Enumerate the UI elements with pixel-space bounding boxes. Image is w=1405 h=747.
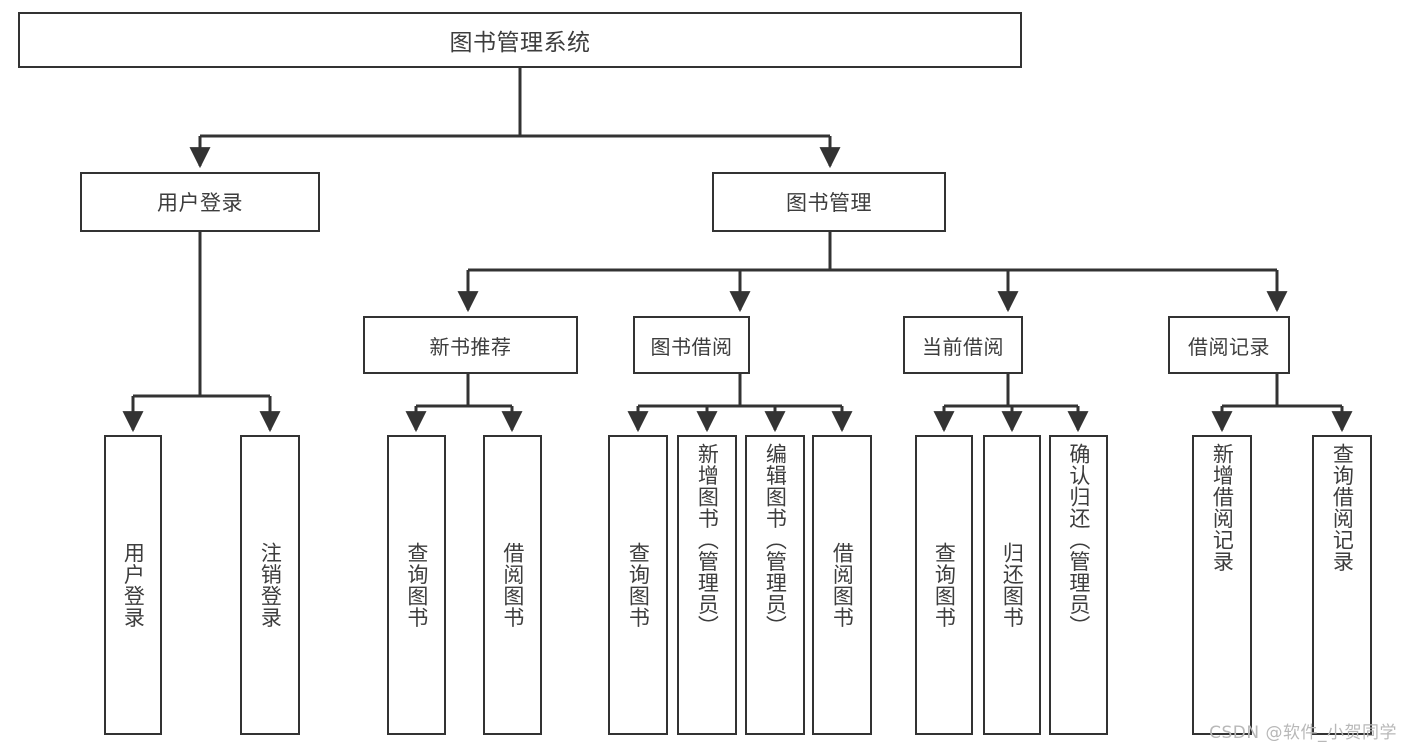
node-leaf-8[interactable]: 查询图书	[915, 435, 973, 735]
node-leaf-9[interactable]: 归还图书	[983, 435, 1041, 735]
node-leaf-7[interactable]: 借阅图书	[812, 435, 872, 735]
node-level2-3[interactable]: 借阅记录	[1168, 316, 1290, 374]
node-root[interactable]: 图书管理系统	[18, 12, 1022, 68]
node-leaf-1[interactable]: 注销登录	[240, 435, 300, 735]
node-level1-0[interactable]: 用户登录	[80, 172, 320, 232]
node-level2-1[interactable]: 图书借阅	[633, 316, 750, 374]
node-leaf-4[interactable]: 查询图书	[608, 435, 668, 735]
node-level2-0[interactable]: 新书推荐	[363, 316, 578, 374]
watermark-label: CSDN @软件_小贺同学	[1209, 723, 1397, 743]
node-leaf-11[interactable]: 新增借阅记录	[1192, 435, 1252, 735]
node-leaf-12[interactable]: 查询借阅记录	[1312, 435, 1372, 735]
node-leaf-2[interactable]: 查询图书	[387, 435, 446, 735]
node-leaf-10[interactable]: 确认归还（管理员）	[1049, 435, 1108, 735]
node-leaf-3[interactable]: 借阅图书	[483, 435, 542, 735]
node-leaf-5[interactable]: 新增图书（管理员）	[677, 435, 737, 735]
node-level1-1[interactable]: 图书管理	[712, 172, 946, 232]
node-leaf-0[interactable]: 用户登录	[104, 435, 162, 735]
node-leaf-6[interactable]: 编辑图书（管理员）	[745, 435, 805, 735]
node-level2-2[interactable]: 当前借阅	[903, 316, 1023, 374]
